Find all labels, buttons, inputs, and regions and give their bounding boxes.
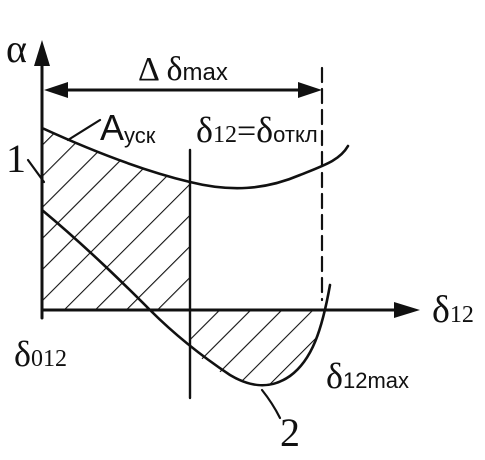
delta-max-left-arrowhead <box>44 82 68 98</box>
switch-angle-label: δ12=δоткл <box>196 110 318 150</box>
curve-2-number: 2 <box>280 410 300 455</box>
y-axis-arrowhead <box>34 40 50 66</box>
x-axis-arrowhead <box>394 302 420 318</box>
x-axis-label: δ12 <box>432 289 474 331</box>
acceleration-area-label: Aуск <box>100 107 156 148</box>
start-angle-label: δ012 <box>14 334 67 374</box>
curve-1 <box>40 126 350 190</box>
y-axis-label: α <box>6 26 27 71</box>
area-leader <box>66 118 102 142</box>
curve-1-number: 1 <box>6 136 26 181</box>
curve-1-leader <box>26 158 46 184</box>
delta-max-right-arrowhead <box>298 82 322 98</box>
end-angle-label: δ12max <box>326 356 409 396</box>
delta-max-label: Δ δmax <box>138 51 228 88</box>
curve-2 <box>40 208 332 387</box>
curve-2-leader <box>260 388 282 420</box>
